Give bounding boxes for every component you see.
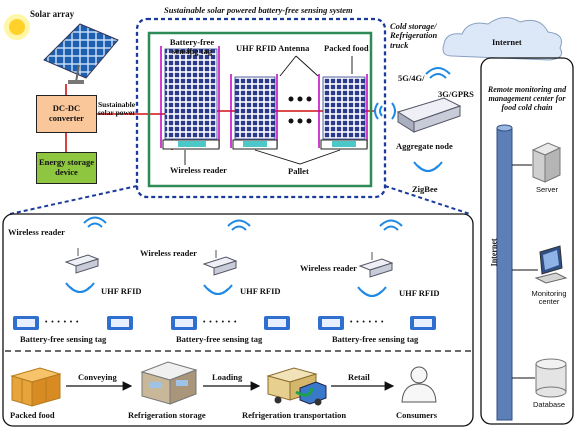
reader-group-1-dots: • • • • • • (45, 318, 80, 326)
chain-conveying-label: Conveying (78, 372, 117, 382)
remote-center-frame (480, 57, 574, 425)
reader-group-3-uhf-label: UHF RFID (399, 288, 440, 298)
chain-retail-label: Retail (348, 372, 370, 382)
chain-refrigeration-transportation-label: Refrigeration transportation (242, 410, 347, 420)
solar-panel-icon (43, 23, 119, 84)
detail-frame (2, 213, 474, 427)
uhf-antenna-label: UHF RFID Antenna (236, 43, 310, 53)
pallet-ellipsis (288, 96, 312, 124)
packed-food-icon (10, 367, 62, 407)
callout-lines (184, 48, 353, 165)
battery-free-tag-label: Battery-free sensing tag (169, 37, 215, 57)
refrigeration-storage-icon (140, 361, 198, 405)
aggregate-node-label: Aggregate node (396, 141, 453, 151)
chain-refrigeration-storage-label: Refrigeration storage (128, 410, 206, 420)
database-icon (535, 358, 567, 398)
database-label: Database (533, 400, 566, 409)
reader-group-1-uhf-label: UHF RFID (101, 286, 142, 296)
reader-group-2-dots: • • • • • • (203, 318, 238, 326)
server-label: Server (536, 185, 559, 194)
reader-group-1-tag-label: Battery-free sensing tag (20, 334, 107, 344)
system-dashed-frame (135, 17, 387, 199)
reader-group-3-graphics (318, 219, 436, 330)
sustainable-power-label: Sustainable solar power (98, 100, 136, 118)
reader-group-3-dots: • • • • • • (350, 318, 385, 326)
reader-group-2-tag-label: Battery-free sensing tag (176, 334, 263, 344)
chain-packed-food-label: Packed food (10, 410, 55, 420)
network-3g-label: 3G/GPRS (438, 89, 474, 99)
system-title: Sustainable solar powered battery-free s… (164, 5, 353, 15)
remote-center-label: Remote monitoring and management center … (487, 85, 567, 112)
sun-icon (4, 14, 30, 40)
chain-loading-label: Loading (212, 372, 243, 382)
chain-consumers-label: Consumers (396, 410, 438, 420)
zoom-connectors (9, 185, 471, 215)
reader-group-1-graphics (13, 216, 133, 330)
monitor-icon (534, 245, 568, 284)
dcdc-converter-box: DC-DC converter (36, 95, 97, 133)
internet-pipe (496, 124, 538, 421)
pallet-group (160, 46, 368, 150)
internet-cloud-icon (442, 17, 563, 61)
reader-group-2-reader-label: Wireless reader (140, 248, 197, 258)
consumers-icon (401, 366, 437, 403)
reader-group-2-uhf-label: UHF RFID (240, 286, 281, 296)
wifi-signal-icons (374, 67, 451, 172)
reader-group-1-reader-label: Wireless reader (8, 227, 65, 237)
energy-storage-box: Energy storage device (36, 152, 97, 184)
truck-frame (147, 31, 373, 188)
reader-group-3-tag-label: Battery-free sensing tag (332, 334, 419, 344)
solar-array-label: Solar array (30, 9, 75, 19)
wireless-reader-top-label: Wireless reader (170, 165, 227, 175)
cold-storage-label: Cold storage/ Refrigeration truck (390, 21, 438, 50)
network-5g-label: 5G/4G/ (398, 73, 425, 83)
aggregate-node-icon (396, 97, 462, 133)
refrigeration-truck-icon (266, 367, 327, 406)
pallet-label: Pallet (288, 166, 309, 176)
packed-food-top-label: Packed food (324, 43, 369, 53)
internet-cloud-label: Internet (492, 37, 522, 47)
reader-group-2-graphics (171, 219, 290, 330)
internet-vertical-label: Internet (489, 238, 499, 267)
server-icon (531, 142, 562, 183)
zigbee-label: ZigBee (412, 184, 438, 194)
monitoring-center-label: Monitoring center (531, 289, 567, 307)
reader-group-3-reader-label: Wireless reader (300, 263, 357, 273)
